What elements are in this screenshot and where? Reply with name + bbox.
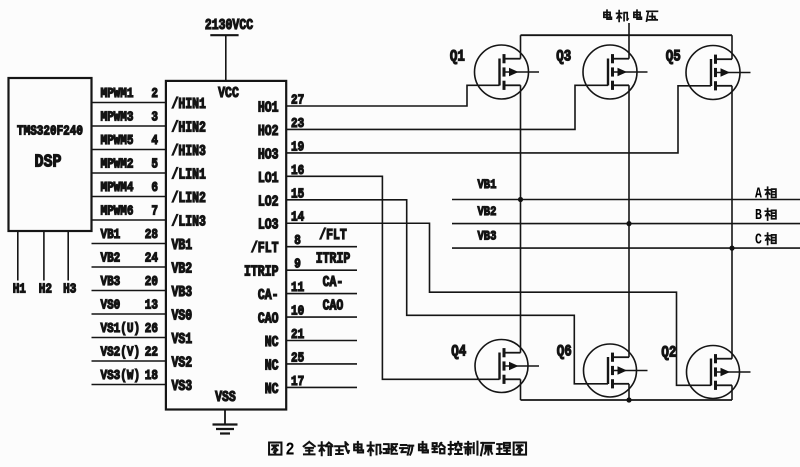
- svg-text:MPWM1: MPWM1: [101, 86, 134, 101]
- svg-text:3: 3: [151, 109, 158, 124]
- svg-text:/LIN2: /LIN2: [172, 190, 207, 207]
- svg-text:VS2: VS2: [172, 354, 193, 371]
- svg-text:A: A: [755, 185, 762, 202]
- svg-text:LO2: LO2: [258, 193, 279, 210]
- svg-text:NC: NC: [265, 357, 279, 374]
- svg-text:VB1: VB1: [478, 177, 497, 192]
- svg-text:DSP: DSP: [34, 152, 61, 173]
- svg-text:/FLT: /FLT: [251, 240, 279, 257]
- svg-text:NC: NC: [265, 334, 279, 351]
- svg-text:H2: H2: [39, 281, 52, 296]
- svg-text:24: 24: [145, 250, 159, 265]
- svg-text:MPWM3: MPWM3: [101, 109, 134, 124]
- svg-text:17: 17: [291, 374, 304, 389]
- svg-text:CA-: CA-: [258, 287, 279, 304]
- svg-text:23: 23: [291, 116, 304, 131]
- svg-text:15: 15: [291, 186, 304, 201]
- svg-text:27: 27: [291, 92, 304, 107]
- svg-text:VB3: VB3: [101, 274, 121, 289]
- svg-text:HO1: HO1: [258, 99, 279, 116]
- svg-text:18: 18: [145, 368, 158, 383]
- svg-text:6: 6: [151, 180, 158, 195]
- svg-text:Q2: Q2: [661, 344, 676, 362]
- svg-text:VSS: VSS: [215, 389, 236, 406]
- svg-text:VB2: VB2: [101, 250, 121, 265]
- svg-text:11: 11: [291, 280, 304, 295]
- svg-text:NC: NC: [265, 381, 279, 398]
- svg-text:Q5: Q5: [666, 48, 681, 66]
- svg-text:/HIN1: /HIN1: [172, 96, 207, 113]
- svg-text:MPWM6: MPWM6: [101, 203, 134, 218]
- svg-text:/HIN3: /HIN3: [172, 143, 207, 160]
- svg-text:ITRIP: ITRIP: [244, 263, 279, 280]
- svg-text:VB1: VB1: [172, 237, 193, 254]
- svg-text:7: 7: [151, 203, 158, 218]
- svg-text:VS1(U): VS1(U): [101, 321, 141, 336]
- svg-text:8: 8: [294, 233, 301, 248]
- svg-text:CA-: CA-: [323, 274, 344, 291]
- svg-text:26: 26: [145, 321, 158, 336]
- svg-text:16: 16: [291, 163, 304, 178]
- svg-text:VS0: VS0: [101, 297, 121, 312]
- svg-text:MPWM2: MPWM2: [101, 156, 134, 171]
- svg-text:Q4: Q4: [451, 343, 466, 361]
- svg-text:Q3: Q3: [556, 48, 571, 66]
- svg-text:MPWM5: MPWM5: [101, 133, 134, 148]
- svg-text:VS2(V): VS2(V): [101, 344, 141, 359]
- svg-text:4: 4: [151, 133, 158, 148]
- svg-text:/HIN2: /HIN2: [172, 119, 207, 136]
- svg-text:28: 28: [145, 227, 158, 242]
- svg-text:ITRIP: ITRIP: [316, 250, 351, 267]
- svg-text:19: 19: [291, 139, 304, 154]
- svg-text:/LIN1: /LIN1: [172, 166, 207, 183]
- svg-text:CAO: CAO: [323, 297, 344, 314]
- svg-text:LO1: LO1: [258, 170, 279, 187]
- svg-text:Q6: Q6: [557, 343, 572, 361]
- svg-text:HO2: HO2: [258, 123, 279, 140]
- svg-text:VS3: VS3: [172, 378, 193, 395]
- svg-text:VS1: VS1: [172, 331, 193, 348]
- svg-text:MPWM4: MPWM4: [101, 180, 134, 195]
- svg-text:VB1: VB1: [101, 227, 121, 242]
- svg-text:2: 2: [286, 440, 295, 461]
- svg-text:14: 14: [291, 210, 305, 225]
- svg-text:VB3: VB3: [478, 228, 497, 243]
- svg-text:VB2: VB2: [172, 260, 193, 277]
- svg-text:VCC: VCC: [218, 85, 239, 102]
- svg-text:VS0: VS0: [172, 307, 193, 324]
- svg-text:VS3(W): VS3(W): [101, 368, 141, 383]
- svg-text:H1: H1: [13, 281, 26, 296]
- svg-text:Q1: Q1: [450, 48, 465, 66]
- svg-text:TMS320F240: TMS320F240: [17, 123, 83, 138]
- svg-text:9: 9: [294, 257, 301, 272]
- svg-text:13: 13: [145, 297, 158, 312]
- svg-text:22: 22: [145, 344, 158, 359]
- svg-text:10: 10: [291, 303, 304, 318]
- svg-text:2: 2: [151, 86, 158, 101]
- svg-text:/FLT: /FLT: [319, 227, 347, 244]
- svg-text:HO3: HO3: [258, 146, 279, 163]
- svg-text:CAO: CAO: [258, 310, 279, 327]
- svg-text:VB2: VB2: [478, 204, 497, 219]
- svg-text:5: 5: [151, 156, 158, 171]
- svg-text:25: 25: [291, 350, 304, 365]
- svg-text:H3: H3: [63, 281, 76, 296]
- svg-text:VB3: VB3: [172, 284, 193, 301]
- svg-text:20: 20: [145, 274, 158, 289]
- svg-text:C: C: [755, 231, 762, 248]
- svg-text:2130VCC: 2130VCC: [205, 17, 253, 34]
- svg-text:B: B: [755, 207, 762, 224]
- svg-text:21: 21: [291, 327, 304, 342]
- svg-text:/LIN3: /LIN3: [172, 213, 207, 230]
- svg-text:LO3: LO3: [258, 217, 279, 234]
